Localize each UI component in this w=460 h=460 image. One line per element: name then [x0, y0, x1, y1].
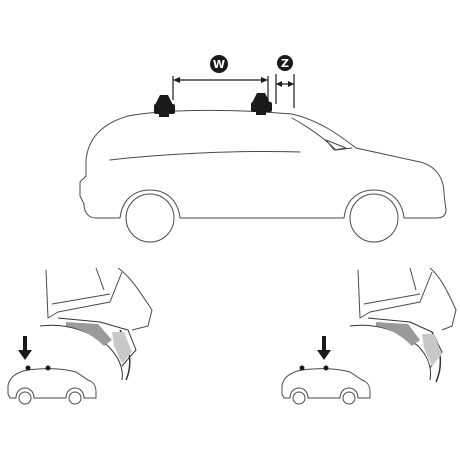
small-car-left-foot-front: [25, 365, 31, 371]
right-shade: [376, 322, 420, 346]
left-shade: [66, 322, 112, 346]
mirror: [325, 139, 347, 151]
main-car: [79, 109, 447, 243]
roof-foot-rear: [251, 93, 272, 115]
small-car-rear-indicator: [281, 368, 371, 405]
dimension-w: [172, 76, 269, 100]
z-label: Z: [281, 57, 289, 70]
small-car-right-foot-rear: [323, 365, 329, 371]
rear-wheel: [349, 193, 399, 243]
left-shade-strip: [112, 332, 132, 364]
dimension-z: [275, 74, 295, 108]
w-label: W: [213, 58, 225, 71]
front-wheel: [125, 193, 175, 243]
beltline: [109, 150, 301, 161]
down-arrow-icon: [18, 336, 32, 360]
roof-foot-front: [154, 95, 175, 117]
windshield-line: [291, 117, 353, 151]
w-badge: [210, 55, 228, 73]
small-car-front-indicator: [7, 368, 97, 405]
small-car-left-foot-rear: [45, 365, 51, 371]
down-arrow-icon: [317, 336, 331, 360]
car-body-outline: [79, 109, 447, 219]
z-badge: [277, 55, 293, 71]
small-car-right-foot-front: [299, 365, 305, 371]
right-shade-strip: [422, 334, 442, 366]
